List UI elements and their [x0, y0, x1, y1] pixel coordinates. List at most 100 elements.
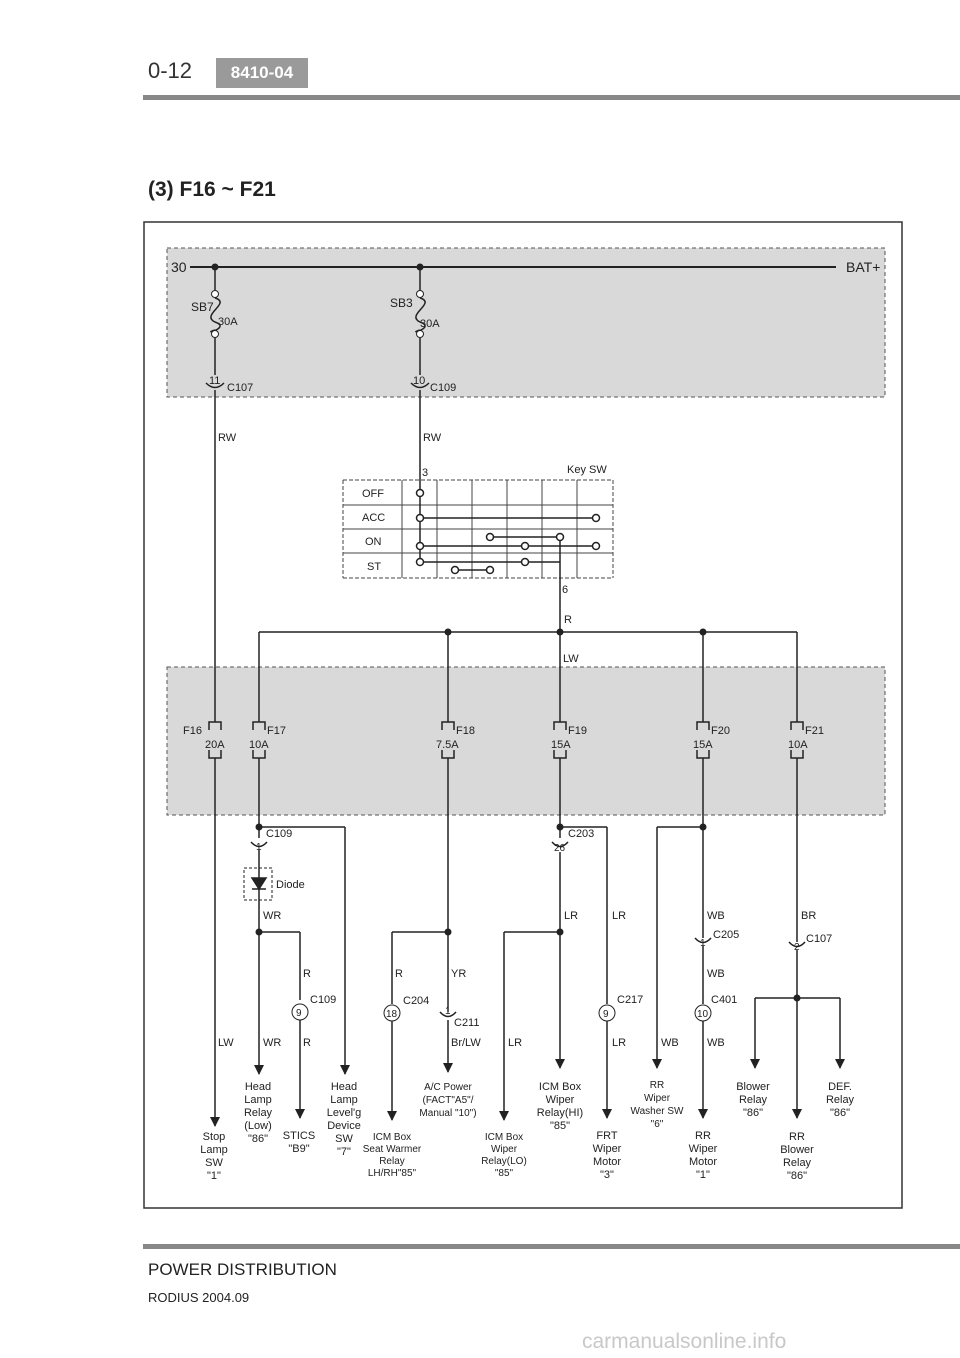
c211-connector-symbol: [439, 1011, 457, 1018]
c107b-name: C107: [806, 933, 832, 945]
load-ac-power: A/C Power(FACT"A5"/Manual "10"): [419, 1082, 476, 1119]
footer-section-name: POWER DISTRIBUTION: [148, 1260, 337, 1279]
c109-connector-symbol: [410, 382, 430, 389]
key-switch-table: [342, 479, 614, 579]
key-sw-in-pin: 3: [422, 467, 428, 479]
sb7-connector: C107: [227, 382, 253, 394]
c211-name: C211: [454, 1017, 479, 1029]
fuse-symbols: [208, 721, 804, 1125]
load-def-relay: DEF.Relay"86": [826, 1081, 855, 1119]
c211-pin: 1: [445, 1006, 451, 1017]
footer-rule: [143, 1244, 960, 1249]
wire-lr-label-4: LR: [612, 1037, 626, 1049]
wire-lw-label: LW: [563, 653, 579, 665]
wire-r-label: R: [564, 614, 572, 626]
wire-brlw-label: Br/LW: [451, 1037, 481, 1049]
c107b-pin: 2: [794, 942, 800, 953]
wire-wb-label-4: WB: [707, 1037, 725, 1049]
fuse-box-middle: [166, 666, 886, 816]
c204-pin: 18: [386, 1009, 398, 1020]
wire-rw-left-label: RW: [218, 432, 237, 444]
fuse-f19-name: F19: [568, 725, 587, 737]
wire-lr-label-2: LR: [508, 1037, 522, 1049]
key-pos-acc: ACC: [362, 512, 385, 524]
wire-br-label: BR: [801, 910, 816, 922]
sb3-rating: 30A: [420, 318, 440, 330]
wire-lr-label-1: LR: [564, 910, 578, 922]
diode-label: Diode: [276, 879, 305, 891]
c107-connector-symbol: [788, 941, 806, 948]
fuse-f16-rating: 20A: [205, 739, 225, 751]
load-stics: STICS"B9": [283, 1130, 315, 1155]
c109a-name: C109: [266, 828, 292, 840]
junction-dot: [556, 628, 564, 636]
c205-pin: 1: [700, 938, 706, 949]
fuse-f21-name: F21: [805, 725, 824, 737]
diagram-frame: [143, 221, 903, 1209]
c217-pin: 9: [603, 1009, 609, 1020]
wire-wb-label-2: WB: [707, 910, 725, 922]
fuse-f21-rating: 10A: [788, 739, 808, 751]
c203-pin: 26: [554, 843, 566, 854]
c205-connector-symbol: [694, 937, 712, 944]
key-pos-off: OFF: [362, 488, 384, 500]
fuse-f18-rating: 7.5A: [436, 739, 459, 751]
wire-lw-f16-label: LW: [218, 1037, 234, 1049]
section-title: (3) F16 ~ F21: [148, 178, 276, 201]
c217-name: C217: [617, 994, 643, 1006]
fuse-f20-name: F20: [711, 725, 730, 737]
c109b-name: C109: [310, 994, 336, 1006]
key-switch-contacts: [415, 482, 601, 600]
header-rule: [143, 95, 960, 100]
key-pos-st: ST: [367, 561, 381, 573]
c107-connector-symbol: [205, 382, 225, 389]
watermark: carmanualsonline.info: [582, 1330, 787, 1353]
c109b-pin: 9: [296, 1008, 302, 1019]
section-code-tab: 8410-04: [216, 58, 308, 88]
wire-lr-label-3: LR: [612, 910, 626, 922]
c401-pin: 10: [697, 1009, 709, 1020]
diode-symbol: [250, 877, 268, 891]
wire-wr-label: WR: [263, 910, 281, 922]
wire-yr-label: YR: [451, 968, 466, 980]
c109-connector-symbol: [250, 841, 268, 848]
sb7-name: SB7: [191, 300, 214, 314]
fuse-f20-rating: 15A: [693, 739, 713, 751]
fuse-sb7: [210, 267, 221, 375]
c204-name: C204: [403, 995, 429, 1007]
key-sw-label: Key SW: [567, 464, 607, 476]
fuse-f19-rating: 15A: [551, 739, 571, 751]
wire-rw-right-label: RW: [423, 432, 442, 444]
footer-model: RODIUS 2004.09: [148, 1290, 250, 1305]
wire-wb-label-1: WB: [661, 1037, 679, 1049]
fuse-sb3: [415, 267, 426, 375]
key-sw-out-pin: 6: [562, 584, 568, 596]
c203-name: C203: [568, 828, 594, 840]
sb7-rating: 30A: [218, 316, 238, 328]
c205-name: C205: [713, 929, 739, 941]
supply-left-label: 30: [171, 259, 187, 275]
wire-wr-lower-label: WR: [263, 1037, 281, 1049]
wire-r-c204-label: R: [395, 968, 403, 980]
fuse-f17-name: F17: [267, 725, 286, 737]
c109a-pin: 1: [256, 842, 262, 853]
sb7-pin: 11: [209, 375, 220, 387]
c203-connector-symbol: [551, 841, 569, 848]
key-pos-on: ON: [365, 536, 382, 548]
sb3-pin: 10: [413, 375, 425, 387]
wire-r-c109-label: R: [303, 968, 311, 980]
fuse-f16-name: F16: [183, 725, 202, 737]
sb3-connector: C109: [430, 382, 456, 394]
fuse-f17-rating: 10A: [249, 739, 269, 751]
fuse-box-top: [166, 247, 886, 398]
